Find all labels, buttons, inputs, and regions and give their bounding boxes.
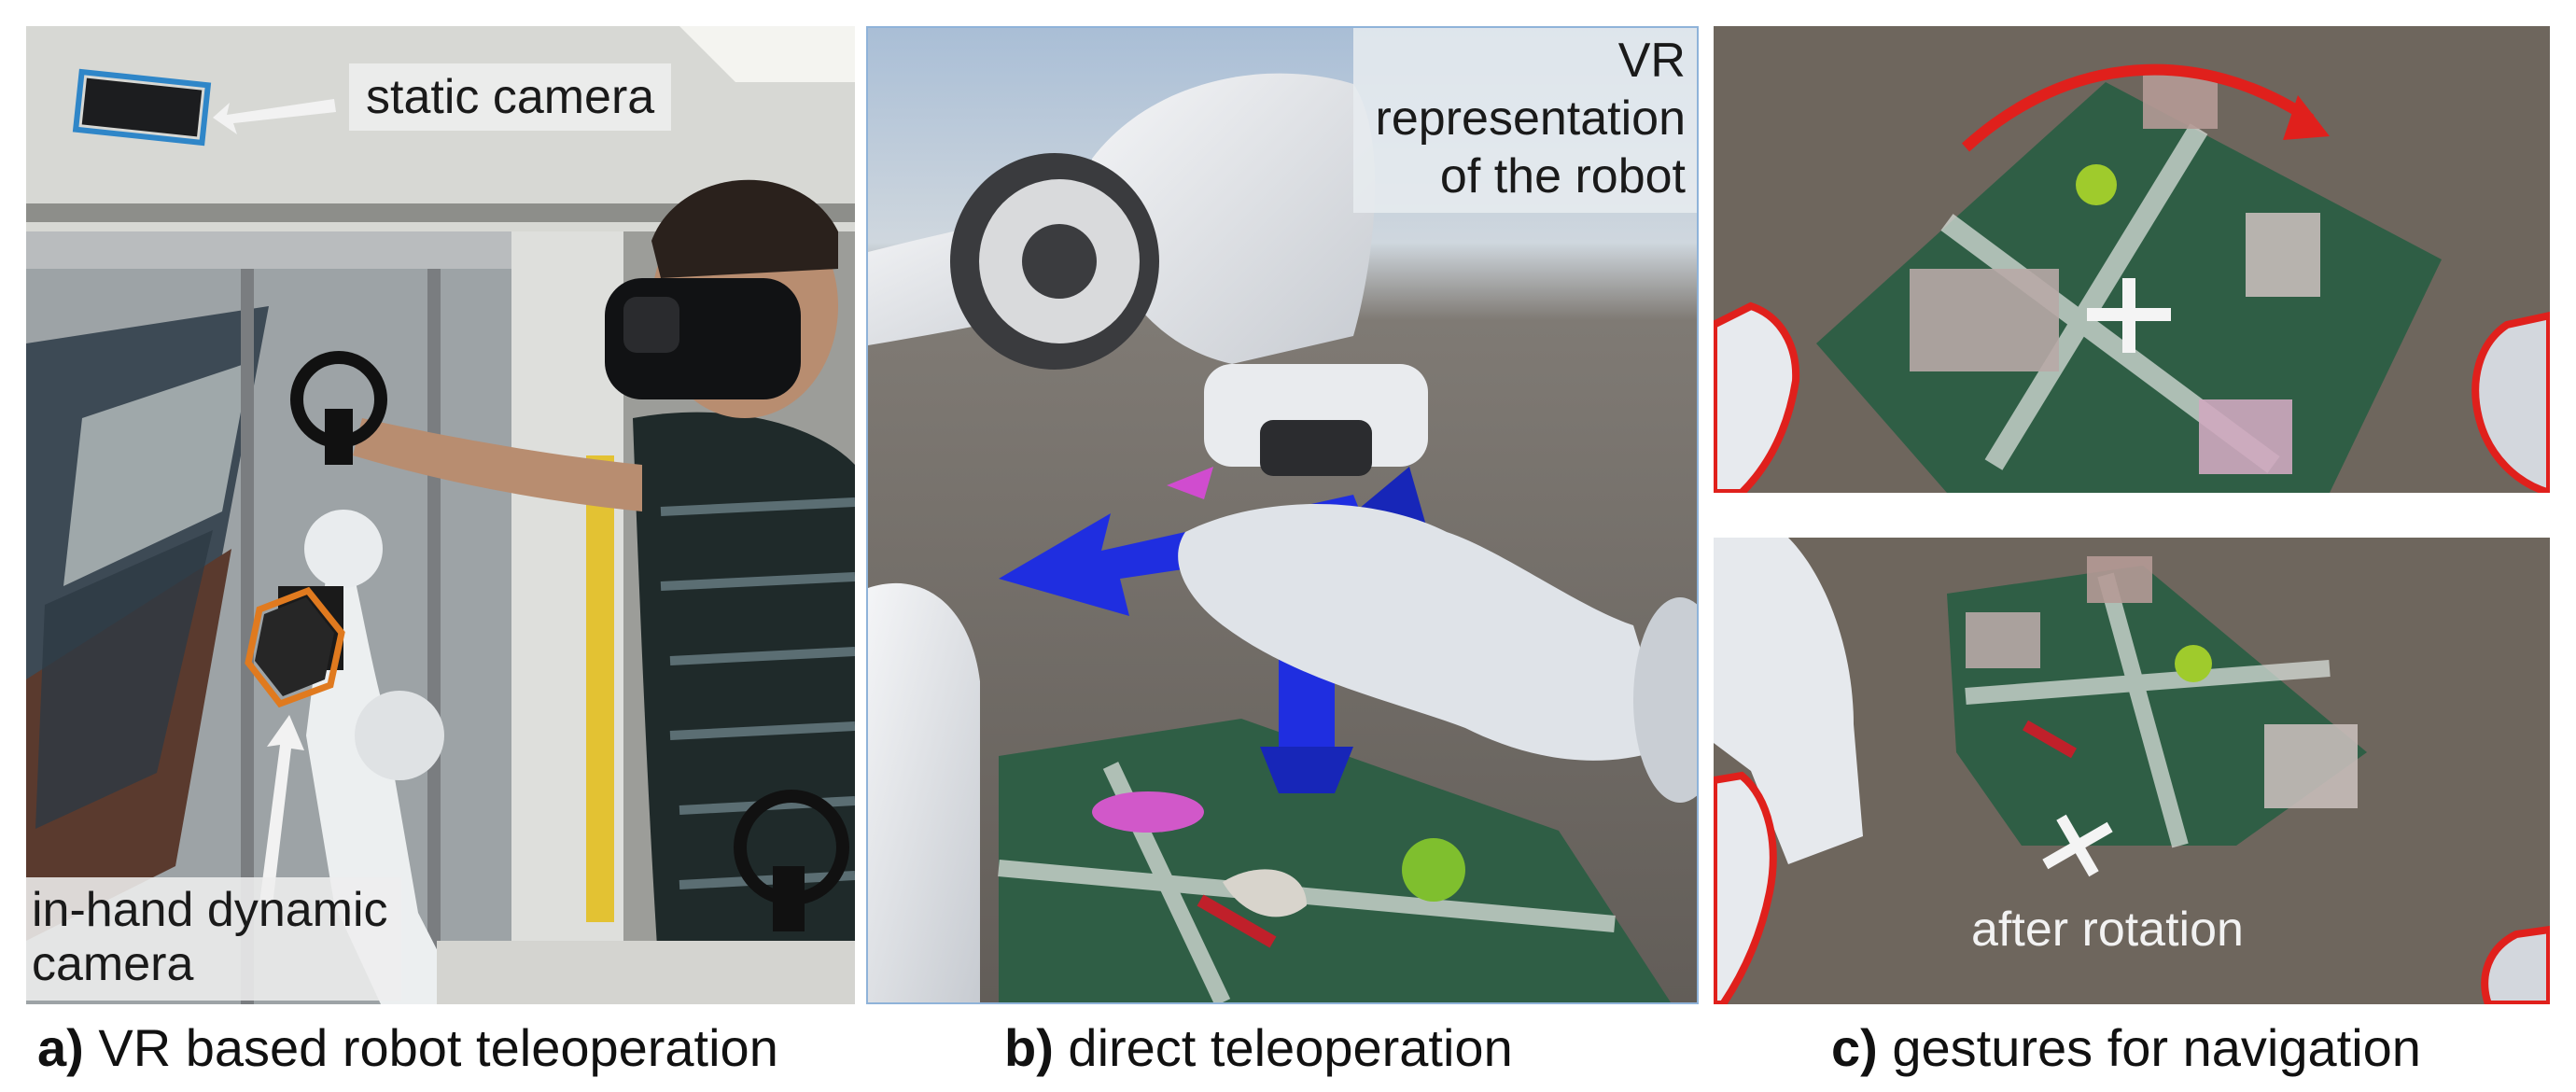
photo-vr-teleoperation: static camera in-hand dynamic camera — [26, 26, 855, 1004]
caption-b: b) direct teleoperation — [1004, 1017, 1513, 1078]
caption-c: c) gestures for navigation — [1831, 1017, 2421, 1078]
caption-b-text: direct teleoperation — [1053, 1018, 1513, 1077]
caption-c-letter: c) — [1831, 1018, 1878, 1077]
right-hand-gesture-outline — [2471, 311, 2550, 493]
in-hand-camera-label-line1: in-hand dynamic — [32, 883, 388, 937]
vr-label-line2: representation — [1375, 91, 1686, 146]
vr-label-line1: VR — [1617, 34, 1686, 88]
in-hand-camera-label-line2: camera — [32, 937, 194, 991]
caption-a-text: VR based robot teleoperation — [83, 1018, 778, 1077]
caption-b-letter: b) — [1004, 1018, 1054, 1077]
caption-c-text: gestures for navigation — [1877, 1018, 2421, 1077]
gesture-rotation-before — [1714, 26, 2550, 493]
vr-scene-c-bottom — [1714, 538, 2550, 1004]
gesture-rotation-after: after rotation — [1714, 538, 2550, 1004]
in-hand-camera-outline — [245, 586, 345, 708]
right-hand-gesture-outline-after — [2481, 925, 2550, 1004]
vr-label-line3: of the robot — [1439, 149, 1686, 203]
vr-scene-c-top — [1714, 26, 2550, 493]
caption-a: a) VR based robot teleoperation — [37, 1017, 778, 1078]
vr-render-direct-teleoperation: VR representation of the robot — [866, 26, 1699, 1004]
after-rotation-label: after rotation — [1971, 903, 2244, 957]
photo-scene-a — [26, 26, 855, 1004]
caption-a-letter: a) — [37, 1018, 84, 1077]
in-hand-camera-label: in-hand dynamic camera — [26, 877, 401, 1001]
static-camera-label: static camera — [349, 63, 672, 131]
left-hand-gesture-outline-after — [1714, 771, 1777, 1004]
static-camera-outline — [72, 68, 212, 147]
left-hand-gesture-outline — [1714, 301, 1800, 493]
vr-representation-label: VR representation of the robot — [1352, 28, 1697, 213]
